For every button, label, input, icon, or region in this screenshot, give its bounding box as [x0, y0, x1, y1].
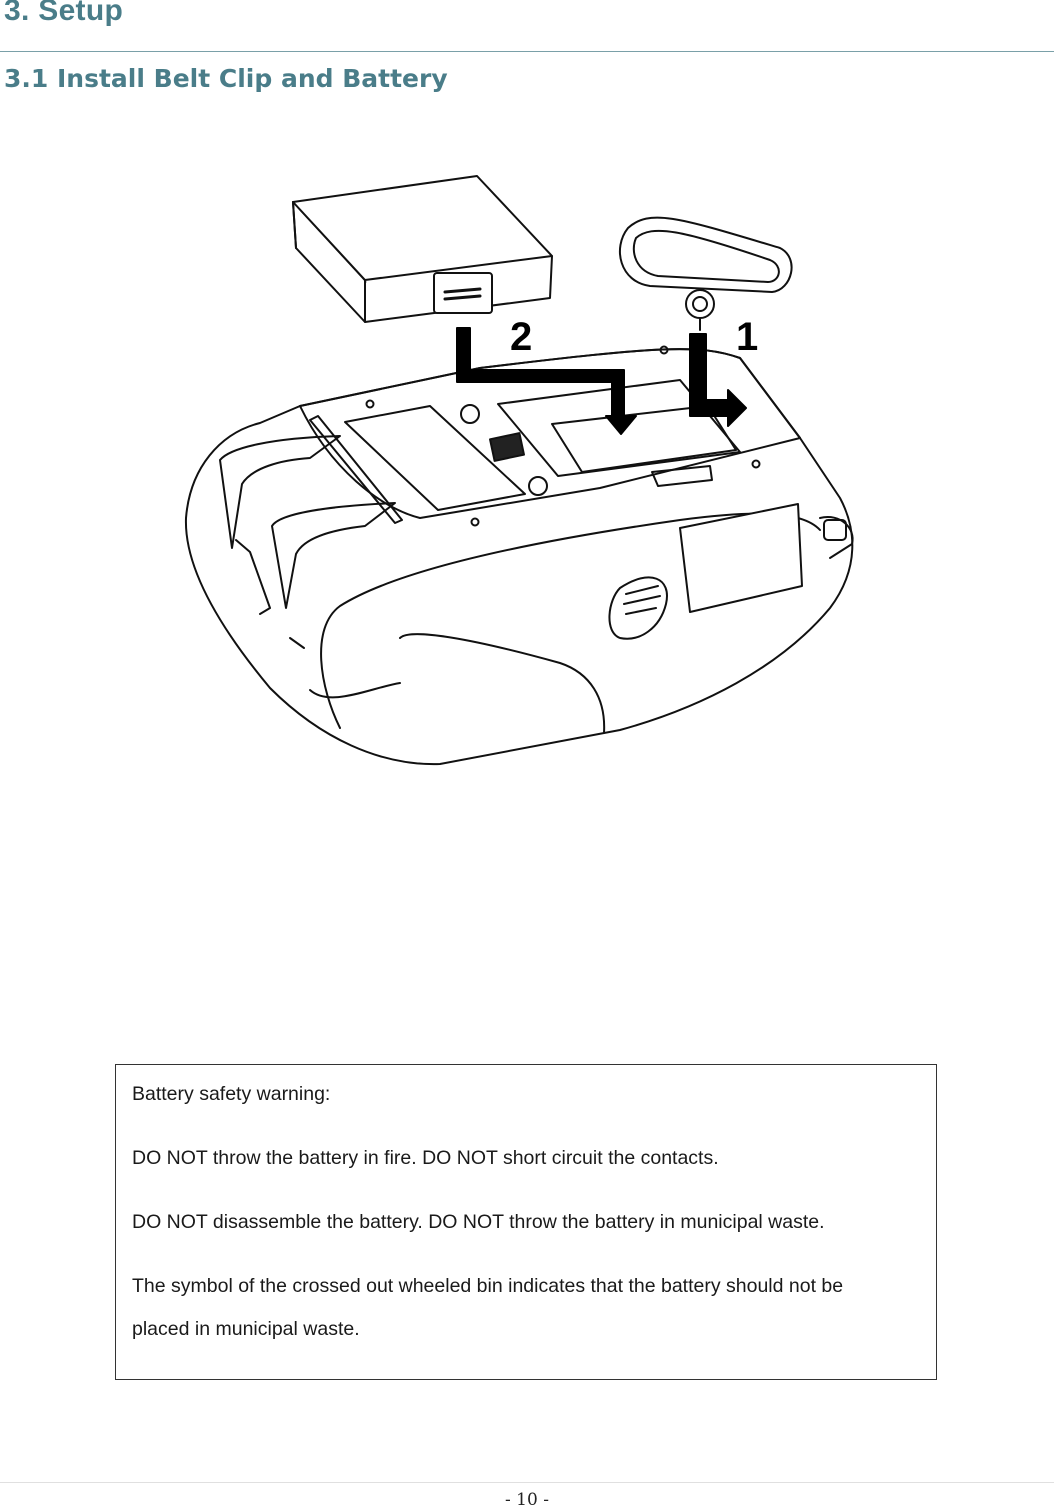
arrow-1: [689, 333, 747, 427]
warning-line: DO NOT disassemble the battery. DO NOT t…: [132, 1211, 825, 1233]
step-label-2: 2: [510, 315, 532, 359]
chapter-title: 3. Setup: [4, 0, 124, 27]
step-label-1: 1: [736, 315, 758, 359]
battery-warning-box: Battery safety warning: DO NOT throw the…: [115, 1064, 937, 1380]
warning-heading: Battery safety warning:: [132, 1083, 331, 1105]
warning-line: DO NOT throw the battery in fire. DO NOT…: [132, 1147, 719, 1169]
warning-line: The symbol of the crossed out wheeled bi…: [132, 1275, 844, 1297]
warning-line: placed in municipal waste.: [132, 1318, 360, 1340]
installation-illustration: 2 1: [180, 168, 870, 778]
belt-clip: [619, 216, 793, 331]
section-title: 3.1 Install Belt Clip and Battery: [4, 64, 448, 93]
page-number: - 10 -: [505, 1490, 549, 1510]
printer-battery-clip-diagram: 2 1: [184, 175, 854, 766]
printer-body: [184, 345, 854, 766]
chapter-divider: [0, 51, 1054, 52]
footer-divider: [0, 1482, 1054, 1483]
arrow-2: [456, 327, 637, 435]
battery-pack: [292, 175, 553, 323]
